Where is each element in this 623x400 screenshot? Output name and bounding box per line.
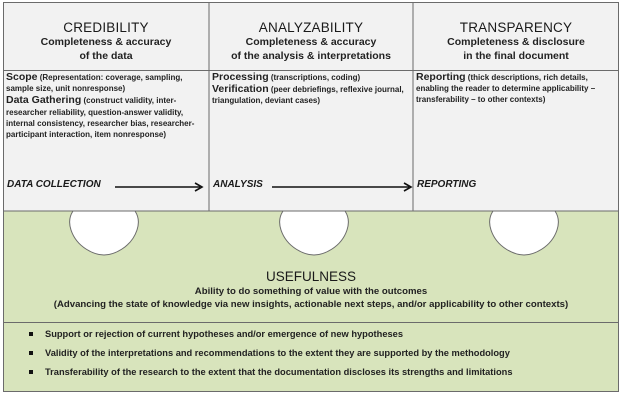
column-transparency: TRANSPARENCY Completeness & disclosure i… (413, 2, 619, 211)
column-analyzability: ANALYZABILITY Completeness & accuracy of… (209, 2, 413, 211)
usefulness-header: USEFULNESS Ability to do something of va… (3, 268, 619, 311)
criterion-detail: (construct validity, inter-researcher re… (6, 96, 195, 140)
criterion-lead: Scope (6, 71, 38, 83)
criterion-item: Reporting (thick descriptions, rich deta… (416, 71, 617, 106)
criterion-item: Scope (Representation: coverage, samplin… (6, 71, 207, 94)
arrow-analysis-to-reporting (272, 182, 413, 192)
stage-label: DATA COLLECTION (7, 179, 101, 190)
stage-label: REPORTING (417, 179, 477, 190)
column-subtitle-line: of the analysis & interpretations (231, 49, 391, 62)
stage-label: ANALYSIS (213, 179, 263, 190)
criterion-lead: Data Gathering (6, 94, 82, 107)
usefulness-bullets: Support or rejection of current hypothes… (29, 325, 513, 383)
square-bullet-icon (29, 351, 33, 356)
criterion-detail: (Representation: coverage, sampling, sam… (6, 73, 183, 94)
column-header: TRANSPARENCY Completeness & disclosure i… (413, 2, 619, 70)
column-subtitle-line: of the data (79, 49, 133, 62)
usefulness-title: USEFULNESS (265, 269, 357, 284)
bullet-item: Support or rejection of current hypothes… (29, 325, 513, 344)
criterion-item: Verification (peer debriefings, reflexiv… (212, 84, 411, 106)
column-body: Reporting (thick descriptions, rich deta… (416, 71, 617, 107)
column-header: ANALYZABILITY Completeness & accuracy of… (209, 2, 413, 70)
usefulness-subtitle: Ability to do something of value with th… (194, 286, 428, 297)
column-body: Scope (Representation: coverage, samplin… (6, 71, 207, 141)
column-credibility: CREDIBILITY Completeness & accuracy of t… (3, 2, 209, 211)
usefulness-panel (3, 210, 619, 392)
square-bullet-icon (29, 370, 33, 375)
criterion-lead: Reporting (416, 71, 466, 83)
bullet-text: Transferability of the research to the e… (45, 367, 513, 378)
criterion-detail: (thick descriptions, rich details, enabl… (416, 73, 596, 105)
column-title: CREDIBILITY (63, 20, 149, 35)
criterion-detail: (peer debriefings, reflexive journal, tr… (212, 85, 404, 106)
usefulness-note: (Advancing the state of knowledge via ne… (53, 299, 569, 310)
column-subtitle-line: in the final document (463, 49, 569, 62)
column-header: CREDIBILITY Completeness & accuracy of t… (3, 2, 209, 70)
arrow-collection-to-analysis (115, 182, 204, 192)
diagram-background (3, 2, 619, 392)
square-bullet-icon (29, 332, 33, 336)
criterion-lead: Processing (212, 71, 269, 83)
top-panel (3, 2, 619, 212)
bullet-item: Transferability of the research to the e… (29, 363, 513, 382)
column-subtitle-line: Completeness & accuracy (245, 36, 377, 48)
bullet-text: Validity of the interpretations and reco… (45, 348, 510, 359)
bullet-item: Validity of the interpretations and reco… (29, 344, 513, 363)
column-subtitle-line: Completeness & accuracy (40, 36, 172, 48)
column-body: Processing (transcriptions, coding) Veri… (212, 71, 411, 108)
criterion-lead: Verification (212, 83, 269, 96)
column-title: ANALYZABILITY (258, 20, 364, 35)
criterion-detail: (transcriptions, coding) (268, 73, 361, 82)
bullet-text: Support or rejection of current hypothes… (45, 329, 403, 339)
column-subtitle-line: Completeness & disclosure (447, 36, 585, 48)
tqf-diagram: CREDIBILITY Completeness & accuracy of t… (3, 2, 619, 392)
column-title: TRANSPARENCY (459, 20, 573, 35)
criterion-item: Data Gathering (construct validity, inte… (6, 95, 207, 140)
criterion-item: Processing (transcriptions, coding) (212, 71, 411, 83)
